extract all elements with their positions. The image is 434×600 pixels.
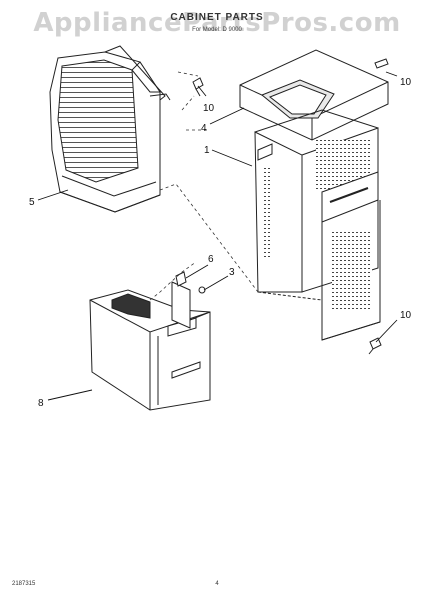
diagram-subtitle: For Model: D 9000 — [192, 27, 242, 33]
callout-3-bracket: 3 — [229, 267, 235, 278]
screw-part — [374, 58, 389, 69]
screw-part — [368, 337, 382, 355]
front-grille-cover-part — [49, 45, 171, 213]
leader-lines — [37, 71, 398, 401]
front-base-cover-part — [89, 289, 211, 411]
callout-6-clip: 6 — [208, 254, 214, 265]
callout-8-base-cover: 8 — [38, 398, 44, 409]
top-cover-part — [239, 49, 389, 141]
callout-4-top-cover: 4 — [201, 123, 207, 134]
page-number: 4 — [215, 581, 219, 587]
callout-10-screw: 10 — [203, 103, 215, 114]
callout-10-screw: 10 — [400, 77, 412, 88]
callout-10-screw: 10 — [400, 310, 412, 321]
callout-1-cabinet: 1 — [204, 145, 210, 156]
callout-5-grille: 5 — [29, 197, 35, 208]
document-number: 2187315 — [12, 581, 36, 587]
watermark-text: AppliancePartsPros.com — [33, 8, 401, 38]
screw-part — [192, 77, 204, 97]
assembly-lines — [149, 71, 259, 301]
diagram-title: CABINET PARTS — [170, 12, 264, 23]
rear-cabinet-part — [254, 109, 381, 341]
